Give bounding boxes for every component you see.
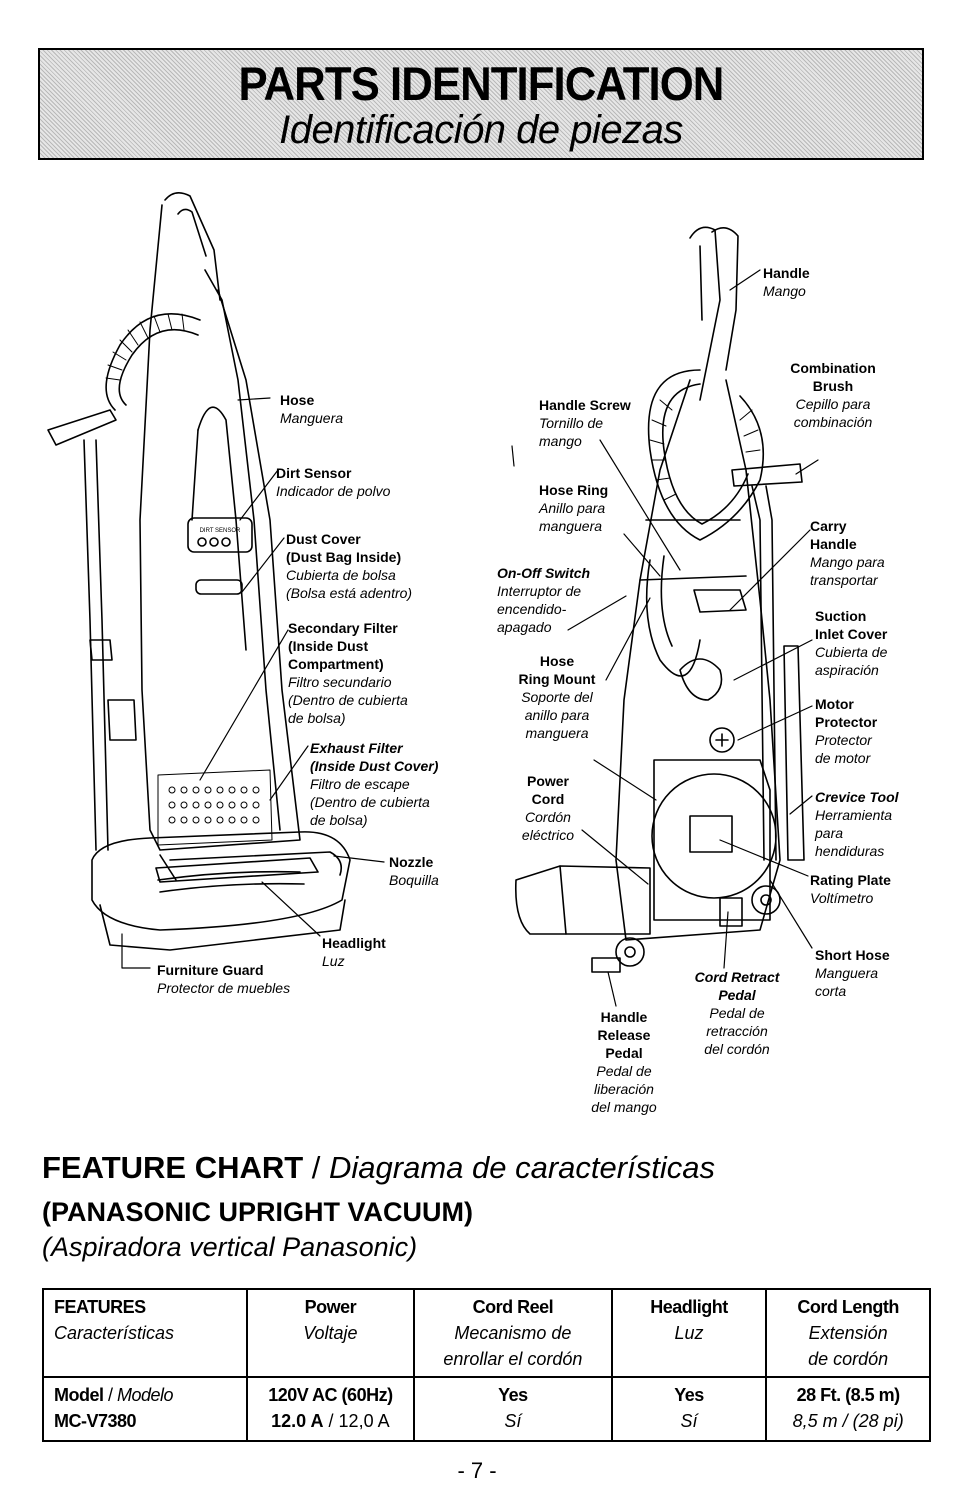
page-number: - 7 -	[457, 1458, 497, 1483]
rear-view-vacuum	[514, 226, 805, 973]
label-handle: Handle Mango	[763, 265, 810, 299]
cell-cord-length: 28 Ft. (8.5 m) 8,5 m / (28 pi)	[765, 1376, 931, 1442]
cell-model: Model / Modelo MC-V7380	[42, 1376, 248, 1442]
header-cord-reel: Cord Reel Mecanismo de enrollar el cordó…	[413, 1288, 613, 1378]
header-power: Power Voltaje	[245, 1288, 416, 1378]
left-leader-lines	[121, 397, 385, 969]
vacuum-diagrams: DIRT SENSOR	[47, 192, 819, 1007]
cell-power: 120V AC (60Hz) 12.0 A / 12,0 A	[245, 1376, 416, 1442]
label-hose: Hose Manguera	[280, 392, 344, 426]
label-motor-protector: Motor Protector Protector de motor	[815, 696, 878, 766]
label-crevice-tool: Crevice Tool Herramienta para hendiduras	[815, 789, 899, 859]
label-exhaust-filter: Exhaust Filter (Inside Dust Cover) Filtr…	[310, 740, 439, 828]
label-short-hose: Short Hose Manguera corta	[815, 947, 890, 999]
label-power-cord: Power Cord Cordón eléctrico	[521, 773, 575, 843]
label-dirt-sensor: Dirt Sensor Indicador de polvo	[276, 465, 391, 499]
label-dust-cover: Dust Cover (Dust Bag Inside) Cubierta de…	[286, 531, 413, 601]
label-headlight: Headlight Luz	[322, 935, 386, 969]
feature-chart-title: FEATURE CHART / Diagrama de característi…	[42, 1150, 715, 1185]
feature-chart-table: FEATURES Características Power Voltaje C…	[42, 1288, 931, 1442]
label-handle-screw: Handle Screw Tornillo de mango	[539, 397, 631, 449]
label-rating-plate: Rating Plate Voltímetro	[810, 872, 891, 906]
right-leader-lines	[511, 269, 819, 1007]
label-cord-retract-pedal: Cord Retract Pedal Pedal de retracción d…	[694, 969, 780, 1057]
label-hose-ring-mount: Hose Ring Mount Soporte del anillo para …	[518, 653, 596, 741]
label-handle-release-pedal: Handle Release Pedal Pedal de liberación…	[591, 1009, 657, 1115]
table-header-row: FEATURES Características Power Voltaje C…	[42, 1288, 931, 1378]
front-view-vacuum: DIRT SENSOR	[47, 192, 351, 951]
label-on-off-switch: On-Off Switch Interruptor de encendido- …	[497, 565, 591, 635]
section-header-banner: PARTS IDENTIFICATION Identificación de p…	[38, 48, 924, 160]
cell-cord-reel: Yes Sí	[413, 1376, 613, 1442]
table-row: Model / Modelo MC-V7380 120V AC (60Hz) 1…	[42, 1376, 931, 1442]
label-furniture-guard: Furniture Guard Protector de muebles	[157, 962, 291, 996]
section-subtitle: Identificación de piezas	[279, 108, 683, 152]
sensor-label-text: DIRT SENSOR	[200, 528, 241, 534]
label-combination-brush: Combination Brush Cepillo para combinaci…	[790, 360, 876, 430]
header-features: FEATURES Características	[42, 1288, 248, 1378]
label-nozzle: Nozzle Boquilla	[389, 854, 439, 888]
label-hose-ring: Hose Ring Anillo para manguera	[539, 482, 609, 534]
feature-chart-subtitle: (PANASONIC UPRIGHT VACUUM)	[42, 1197, 473, 1227]
label-carry-handle: Carry Handle Mango para transportar	[810, 518, 885, 588]
label-secondary-filter: Secondary Filter (Inside Dust Compartmen…	[288, 620, 408, 726]
cell-headlight: Yes Sí	[610, 1376, 768, 1442]
feature-chart-subtitle-es: (Aspiradora vertical Panasonic)	[42, 1232, 418, 1262]
label-suction-inlet-cover: Suction Inlet Cover Cubierta de aspiraci…	[815, 608, 888, 678]
header-headlight: Headlight Luz	[610, 1288, 768, 1378]
header-cord-length: Cord Length Extensión de cordón	[765, 1288, 931, 1378]
section-title: PARTS IDENTIFICATION	[238, 57, 725, 110]
